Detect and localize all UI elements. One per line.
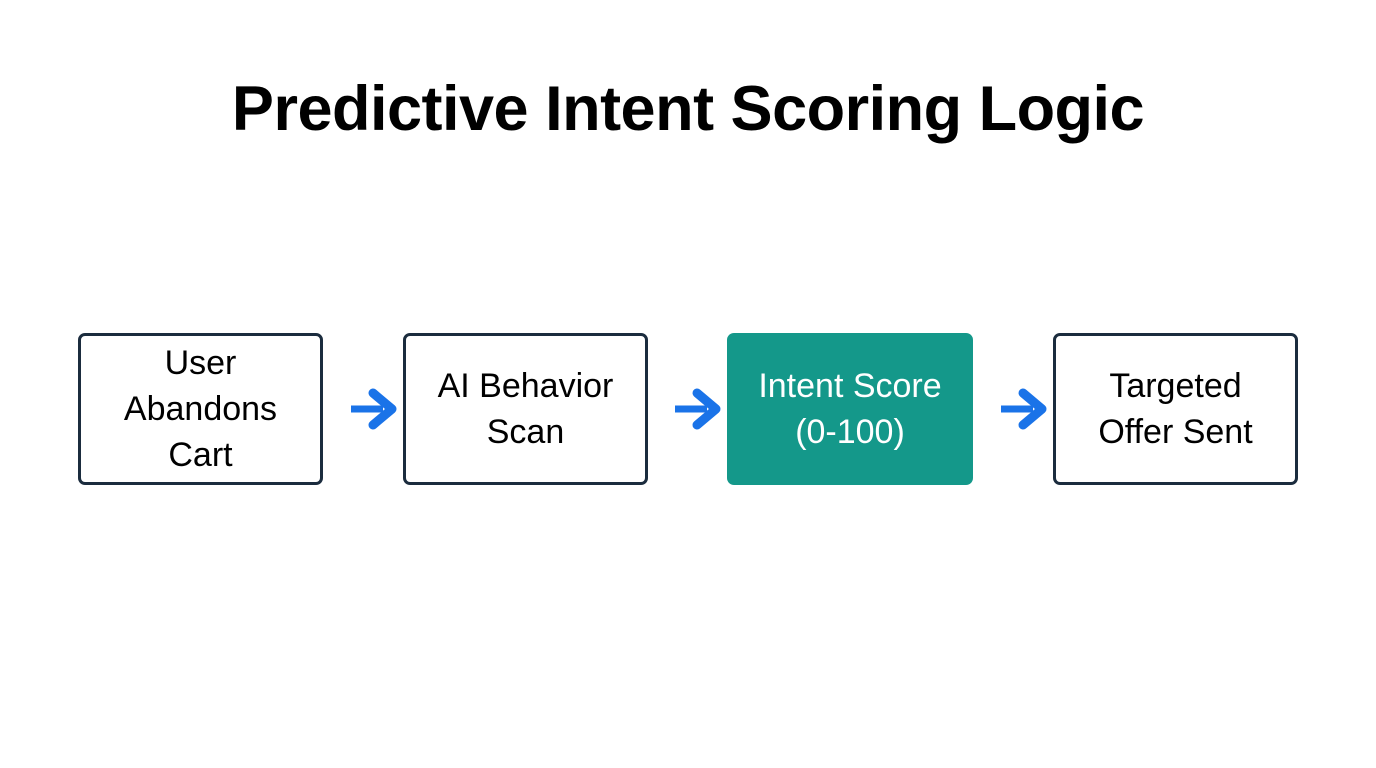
page-title: Predictive Intent Scoring Logic bbox=[231, 74, 1145, 144]
flow-node-label: Targeted Offer Sent bbox=[1098, 367, 1253, 451]
flow-node-intent-score[interactable]: Intent Score (0-100) bbox=[727, 333, 973, 485]
arrow-right-icon-connector-3 bbox=[973, 333, 1053, 485]
flow-node-targeted-offer-sent[interactable]: Targeted Offer Sent bbox=[1053, 333, 1298, 485]
flow-node-label: AI Behavior Scan bbox=[437, 367, 614, 451]
process-flow: User Abandons Cart AI Behavior Scan Inte… bbox=[0, 333, 1376, 485]
flow-node-label: User Abandons Cart bbox=[123, 344, 278, 474]
flow-node-ai-behavior-scan[interactable]: AI Behavior Scan bbox=[403, 333, 648, 485]
arrow-right-icon-connector-2 bbox=[648, 333, 727, 485]
flow-node-label: Intent Score (0-100) bbox=[758, 367, 942, 451]
arrow-right-icon-connector-1 bbox=[323, 333, 403, 485]
flow-node-user-abandons-cart[interactable]: User Abandons Cart bbox=[78, 333, 323, 485]
